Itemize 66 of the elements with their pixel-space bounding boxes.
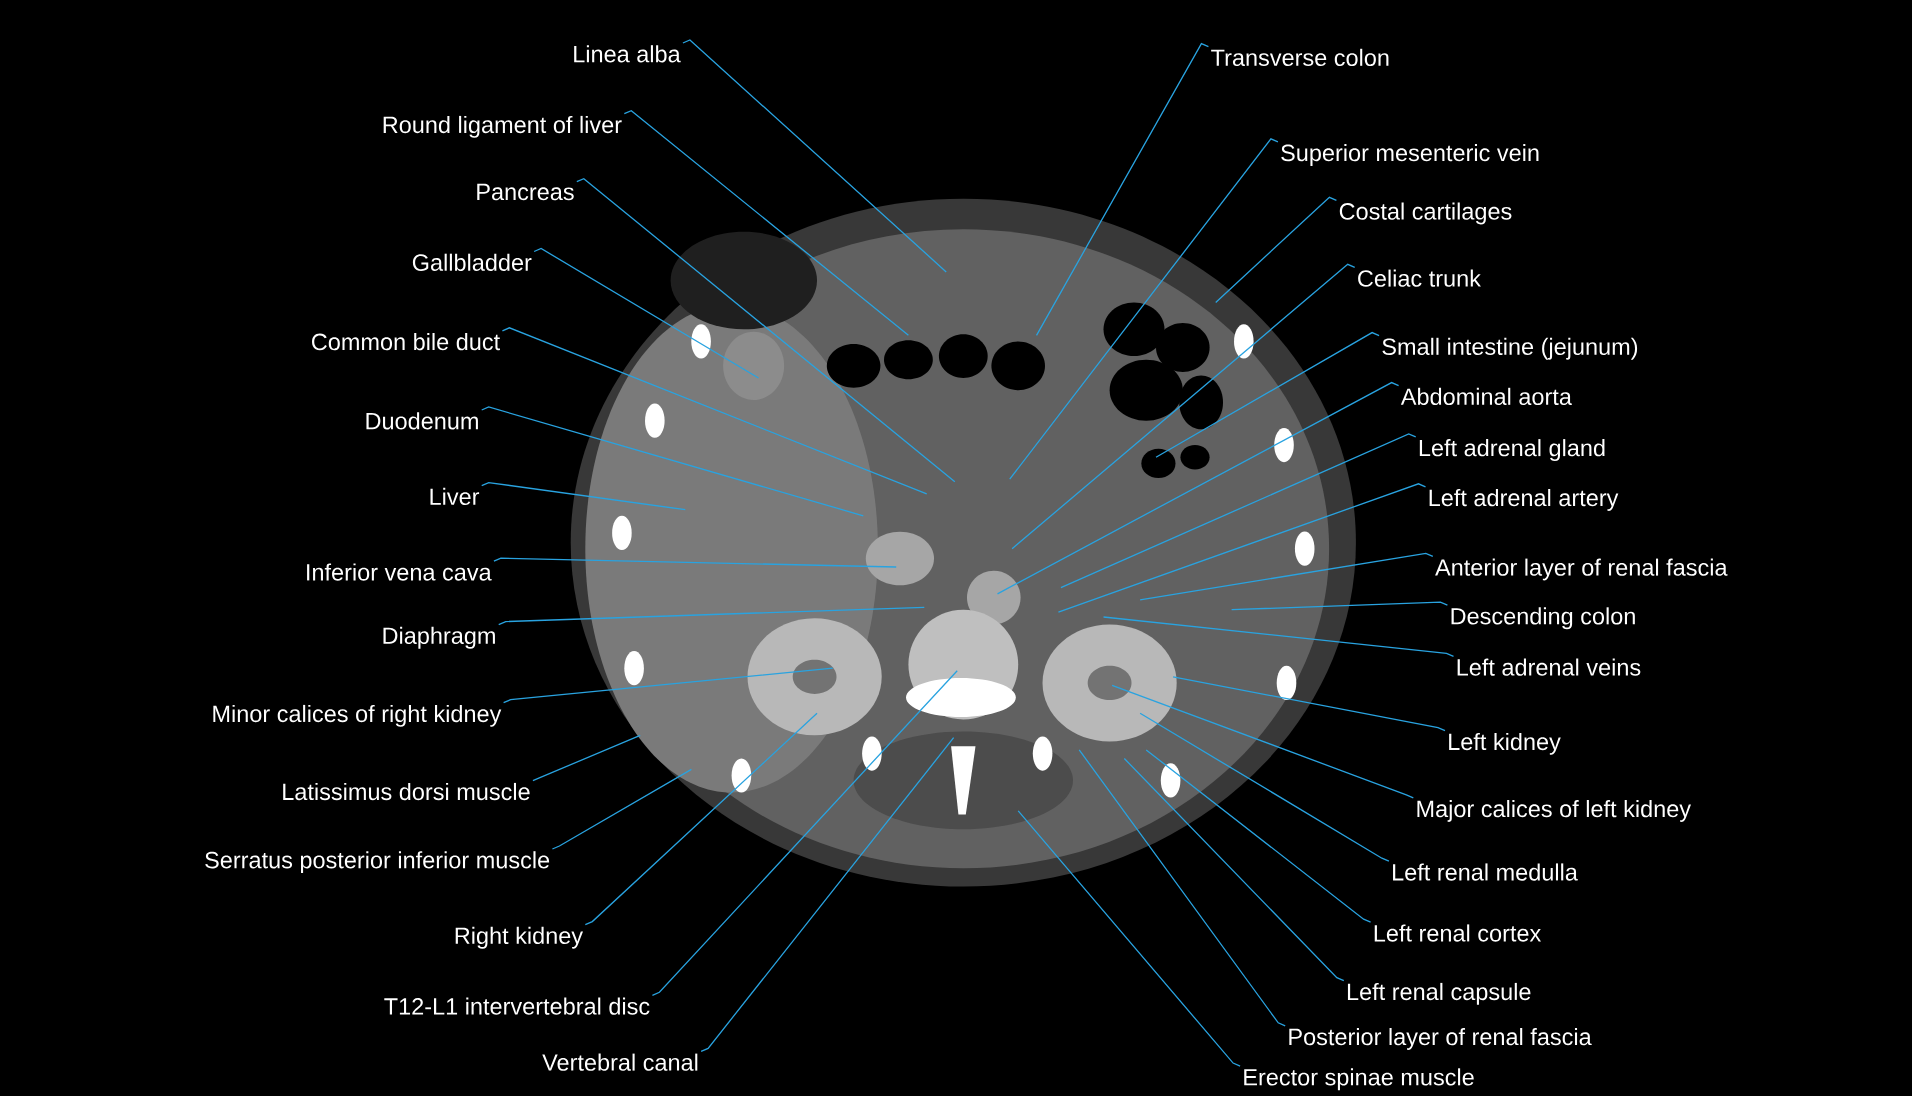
structure-label: Left renal capsule	[1347, 982, 1531, 1005]
leader-line	[481, 406, 864, 517]
leader-line	[1009, 138, 1279, 480]
leader-line	[1230, 601, 1449, 611]
structure-label: Costal cartilages	[1339, 202, 1512, 225]
leader-line	[1017, 810, 1241, 1067]
leader-line	[651, 670, 958, 996]
leader-line	[1111, 684, 1414, 799]
leader-line	[1215, 196, 1338, 304]
structure-label: Diaphragm	[383, 626, 495, 649]
structure-label: Round ligament of liver	[383, 115, 622, 138]
leader-line	[1102, 616, 1455, 657]
leader-line	[493, 557, 897, 568]
structure-label: Gallbladder	[412, 253, 532, 271]
structure-label: Right kidney	[455, 926, 583, 949]
structure-label: Inferior vena cava	[307, 563, 492, 581]
structure-label: Common bile duct	[312, 333, 500, 351]
leader-line	[1035, 42, 1210, 336]
structure-label: Latissimus dorsi muscle	[283, 782, 530, 801]
structure-label: Serratus posterior inferior muscle	[205, 851, 550, 874]
leader-line	[1057, 483, 1427, 613]
leader-line	[1011, 263, 1356, 550]
structure-label: Duodenum	[366, 412, 478, 430]
structure-label: Pancreas	[477, 183, 574, 201]
leader-line	[1155, 331, 1380, 458]
structure-label: Transverse colon	[1211, 48, 1389, 67]
structure-label: Superior mesenteric vein	[1281, 144, 1539, 166]
structure-label: T12-L1 intervertebral disc	[384, 997, 650, 1015]
leader-line	[501, 327, 928, 495]
leader-line	[584, 712, 818, 926]
leader-line	[1139, 552, 1434, 601]
structure-label: Major calices of left kidney	[1417, 800, 1691, 822]
structure-label: Left adrenal artery	[1429, 489, 1619, 511]
structure-label: Left adrenal veins	[1457, 658, 1641, 676]
structure-label: Left kidney	[1449, 732, 1561, 755]
leader-line	[1139, 712, 1390, 862]
leader-line	[623, 109, 910, 336]
leader-line	[576, 177, 956, 483]
structure-label: Liver	[430, 487, 480, 506]
structure-label: Left adrenal gland	[1419, 439, 1605, 461]
structure-label: Left renal medulla	[1393, 863, 1578, 881]
leader-line	[1078, 749, 1286, 1027]
leader-line	[533, 247, 760, 379]
structure-label: Posterior layer of renal fascia	[1289, 1028, 1592, 1050]
leader-line	[996, 381, 1400, 595]
leader-line	[1060, 433, 1417, 589]
structure-label: Anterior layer of renal fascia	[1435, 558, 1728, 581]
structure-label: Celiac trunk	[1358, 269, 1481, 287]
structure-label: Left renal cortex	[1374, 924, 1542, 942]
structure-label: Descending colon	[1451, 607, 1635, 630]
leader-line	[532, 734, 641, 782]
structure-label: Abdominal aorta	[1400, 387, 1572, 406]
structure-label: Linea alba	[574, 45, 681, 63]
leader-line	[498, 606, 925, 626]
leader-line	[1172, 676, 1446, 732]
leader-line	[551, 768, 693, 850]
structure-label: Small intestine (jejunum)	[1382, 337, 1638, 360]
leader-line	[1145, 749, 1372, 923]
leader-line	[481, 481, 686, 511]
leader-line	[700, 737, 955, 1053]
leader-line	[1123, 757, 1345, 982]
leader-line	[682, 39, 947, 273]
leader-line	[502, 667, 834, 704]
structure-label: Vertebral canal	[542, 1053, 698, 1071]
structure-label: Erector spinae muscle	[1244, 1068, 1474, 1091]
structure-label: Minor calices of right kidney	[213, 704, 502, 727]
